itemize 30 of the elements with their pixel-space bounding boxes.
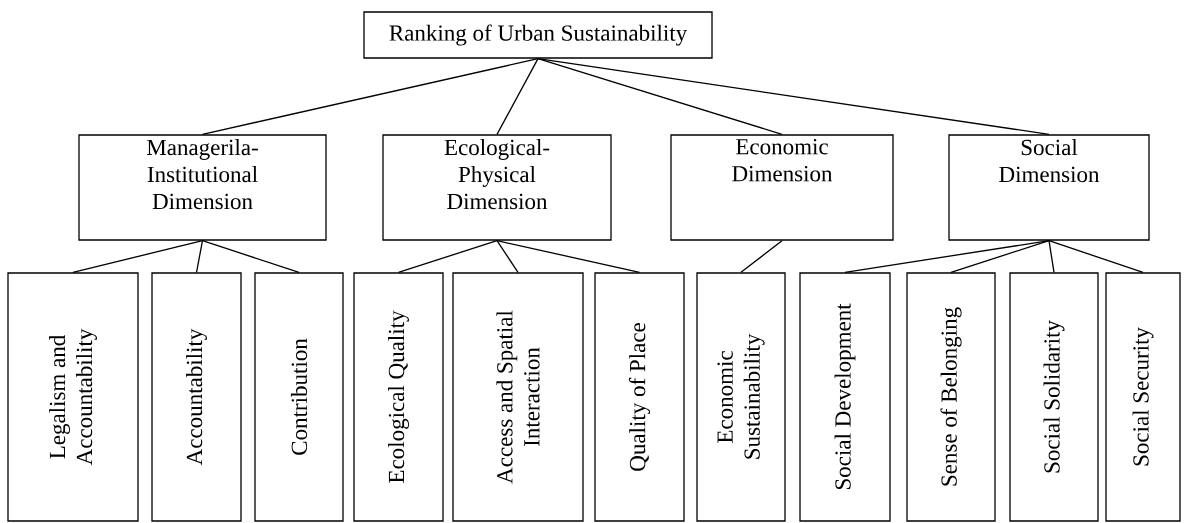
connector-line bbox=[201, 240, 300, 273]
connector-line bbox=[496, 58, 539, 135]
connector-line bbox=[496, 240, 641, 273]
category-box: Ecological Quality bbox=[353, 272, 444, 522]
dimension-box: Social Dimension bbox=[948, 134, 1150, 241]
connector-line bbox=[844, 240, 1050, 273]
dimension-box: Managerila-Institutional Dimension bbox=[78, 134, 327, 241]
connector-line bbox=[397, 240, 498, 273]
category-box: Social Development bbox=[799, 272, 891, 522]
title-box: Ranking of Urban Sustainability bbox=[363, 11, 713, 59]
connector-line bbox=[496, 240, 519, 273]
connector-line bbox=[950, 240, 1050, 273]
connector-line bbox=[201, 58, 539, 135]
dimension-box: Economic Dimension bbox=[670, 134, 894, 241]
category-box: Accountability bbox=[151, 272, 242, 522]
category-box: Legalism and Accountability bbox=[7, 272, 139, 522]
category-box: Access and Spatial Interaction bbox=[452, 272, 584, 522]
connector-line bbox=[1048, 240, 1144, 273]
category-box: Social Solidarity bbox=[1009, 272, 1099, 522]
connector-line bbox=[740, 240, 783, 273]
category-box: Contribution bbox=[254, 272, 344, 522]
category-box: Sense of Belonging bbox=[906, 272, 996, 522]
category-box: Quality of Place bbox=[594, 272, 685, 522]
connector-line bbox=[537, 58, 1050, 135]
category-box: Economic Sustainability bbox=[696, 272, 786, 522]
connector-line bbox=[195, 240, 204, 273]
category-box: Social Security bbox=[1105, 272, 1181, 522]
dimension-box: Ecological-Physical Dimension bbox=[382, 134, 612, 241]
connector-line bbox=[72, 240, 204, 273]
connector-line bbox=[1048, 240, 1055, 273]
